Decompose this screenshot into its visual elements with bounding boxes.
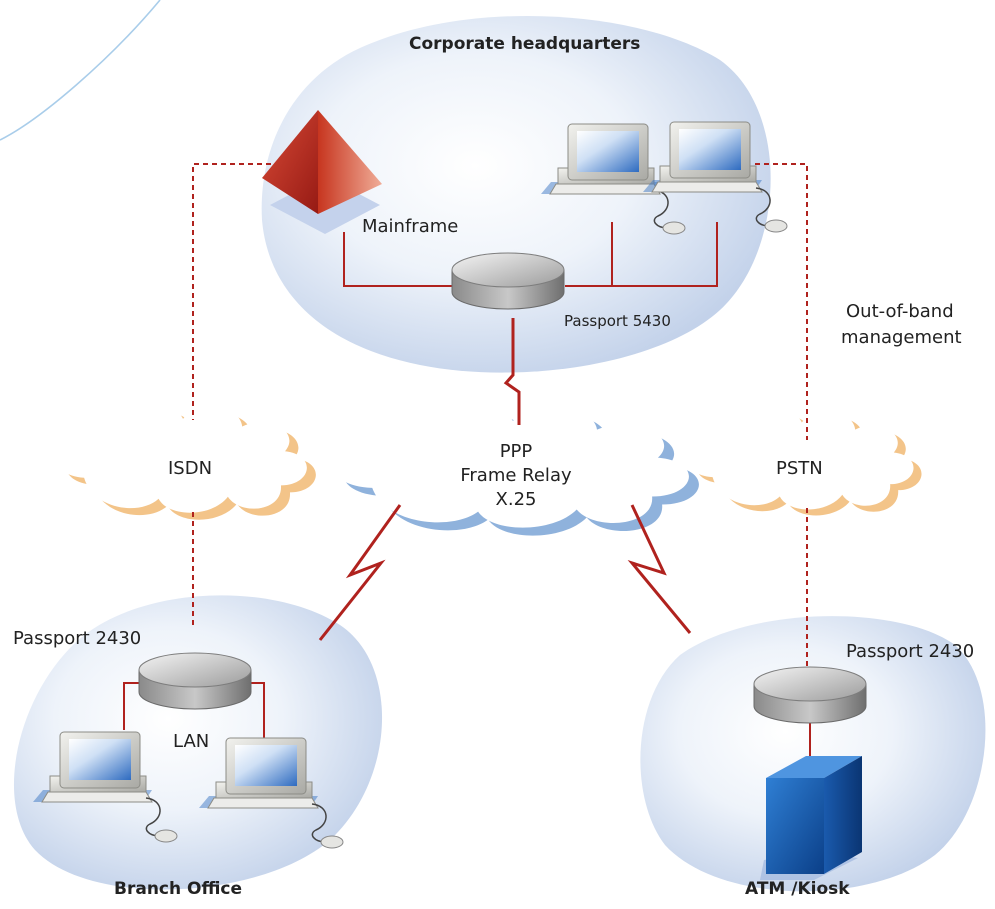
kiosk-wan-link xyxy=(627,504,692,634)
branch-router-icon xyxy=(138,652,252,710)
hq-router-label: Passport 5430 xyxy=(564,312,671,330)
kiosk-bubble xyxy=(640,616,986,892)
hq-bubble xyxy=(261,15,771,373)
wan-label-ppp: PPP xyxy=(499,441,533,462)
oob-annotation-line2: management xyxy=(841,327,962,348)
out-of-band-lines xyxy=(192,163,808,670)
mainframe-icon xyxy=(262,110,382,234)
site-bubbles xyxy=(13,15,986,892)
decorative-arc xyxy=(0,0,161,141)
branch-bubble xyxy=(13,595,383,890)
branch-title: Branch Office xyxy=(114,879,243,899)
hq-router-icon xyxy=(451,252,565,310)
kiosk-title: ATM /Kiosk xyxy=(745,879,850,899)
kiosk-router-label: Passport 2430 xyxy=(846,641,975,662)
mainframe-label: Mainframe xyxy=(362,216,459,237)
branch-wan-link xyxy=(318,504,402,641)
wan-links xyxy=(318,318,692,641)
wan-label-frame-relay: Frame Relay xyxy=(460,465,572,486)
pstn-label: PSTN xyxy=(776,458,823,479)
wan-label-x25: X.25 xyxy=(495,489,537,510)
isdn-label: ISDN xyxy=(168,458,213,479)
kiosk-router-icon xyxy=(753,666,867,724)
atm-kiosk-icon xyxy=(760,756,862,880)
lan-label: LAN xyxy=(173,731,210,752)
hq-title: Corporate headquarters xyxy=(409,34,641,54)
hq-wan-link xyxy=(503,318,521,425)
oob-annotation-line1: Out-of-band xyxy=(846,301,954,322)
branch-router-label: Passport 2430 xyxy=(13,628,142,649)
